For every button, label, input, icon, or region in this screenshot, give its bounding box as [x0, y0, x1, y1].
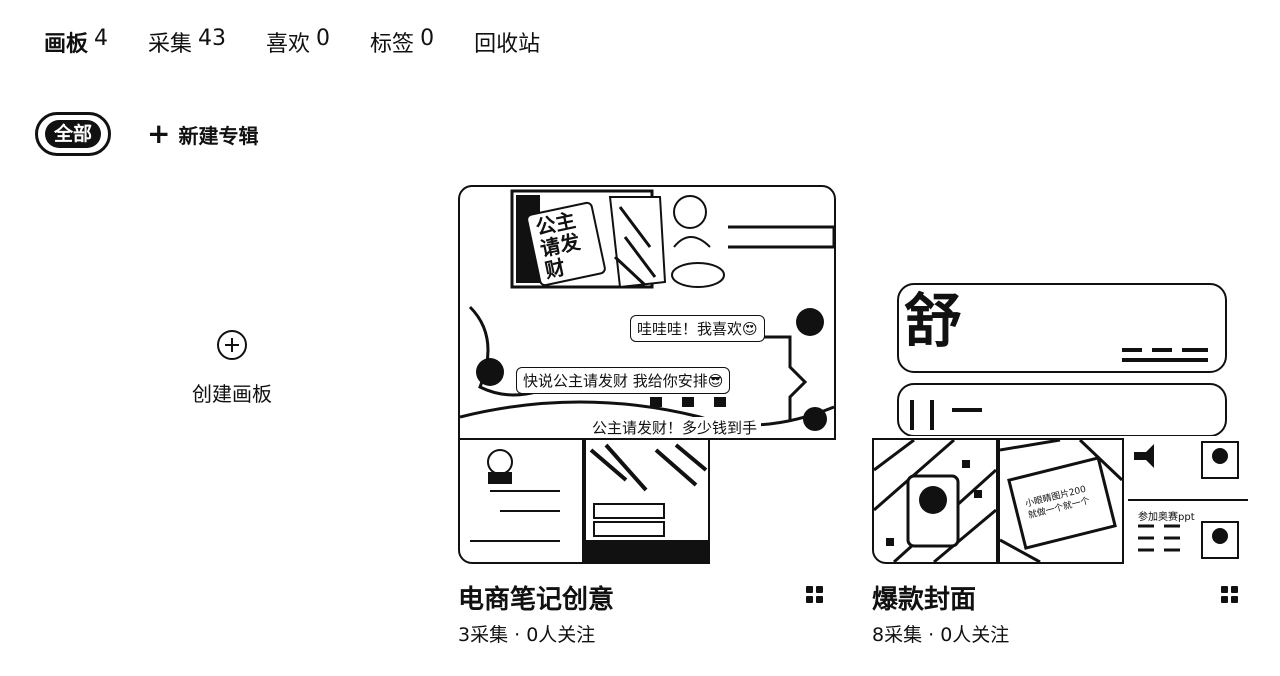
cover-illustration [460, 189, 834, 431]
ppt-sketch [1124, 438, 1248, 560]
tab-tags[interactable]: 标签 0 [370, 26, 434, 58]
cover-illustration [897, 283, 1227, 436]
tab-tags-count: 0 [420, 26, 435, 51]
filter-all-label: 全部 [44, 120, 101, 148]
tab-collections-count: 43 [198, 26, 227, 51]
tab-boards-label: 画板 [44, 32, 89, 57]
tab-boards-count: 4 [94, 26, 109, 51]
food-sketch [874, 440, 996, 562]
ppt-text: 参加奥赛ppt [1138, 512, 1195, 523]
tab-likes-label: 喜欢 [266, 32, 311, 57]
create-board-button[interactable]: 创建画板 [170, 330, 294, 407]
collage-sketch [586, 440, 708, 562]
tab-boards[interactable]: 画板 4 [44, 26, 108, 58]
cover-caption: 公主请发财！多少钱到手 [588, 417, 762, 438]
cover-bubble-1: 哇哇哇！我喜欢😍 [630, 315, 765, 342]
cover-bubble-2: 快说公主请发财 我给你安排😎 [516, 367, 731, 394]
board-thumb[interactable] [584, 438, 710, 564]
board-cover-main[interactable]: 舒 [872, 280, 1248, 436]
tab-collections-label: 采集 [148, 32, 193, 57]
avatar-sketch [487, 449, 513, 484]
tab-recycle-bin-label: 回收站 [474, 32, 541, 57]
add-circle-icon [217, 330, 247, 360]
board-meta: 8采集 · 0人关注 [872, 624, 1010, 646]
board-thumb[interactable]: 参加奥赛ppt [1124, 438, 1248, 560]
board-meta: 3采集 · 0人关注 [458, 624, 596, 646]
new-album-label: 新建专辑 [178, 123, 259, 148]
tab-recycle-bin[interactable]: 回收站 [474, 26, 540, 58]
board-thumb[interactable]: 小眼睛图片200 就做一个就一个 [998, 438, 1124, 564]
filter-row: 全部 + 新建专辑 [35, 112, 258, 156]
board-title[interactable]: 爆款封面 [872, 585, 977, 615]
create-board-label: 创建画板 [192, 382, 272, 406]
new-album-button[interactable]: + 新建专辑 [147, 120, 258, 149]
tab-likes[interactable]: 喜欢 0 [266, 26, 330, 58]
cover-big-char: 舒 [904, 287, 963, 355]
plus-icon: + [147, 117, 171, 150]
tab-likes-count: 0 [316, 26, 331, 51]
card-sketch [1000, 440, 1122, 562]
filter-all-button[interactable]: 全部 [35, 112, 111, 156]
board-thumb[interactable] [872, 438, 998, 564]
grid-icon[interactable] [806, 586, 824, 604]
tab-collections[interactable]: 采集 43 [148, 26, 226, 58]
top-tabs: 画板 4 采集 43 喜欢 0 标签 0 回收站 [44, 26, 580, 58]
board-title[interactable]: 电商笔记创意 [458, 585, 615, 615]
board-cover-main[interactable]: 公主请发财 哇哇哇！我喜欢😍 快说公主请发财 我给你安排😎 公主请发财！多少钱到… [458, 185, 836, 440]
grid-icon[interactable] [1221, 586, 1239, 604]
board-thumb[interactable] [458, 438, 584, 564]
tab-tags-label: 标签 [370, 32, 415, 57]
